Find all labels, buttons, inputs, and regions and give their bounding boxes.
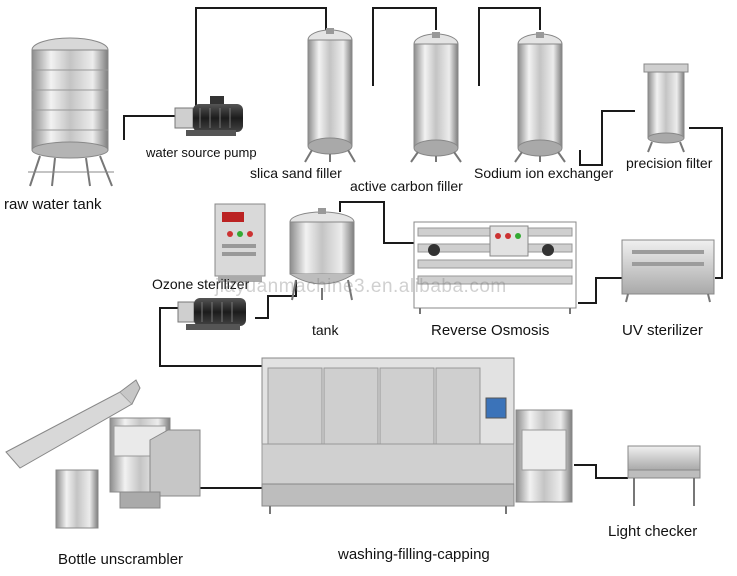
pipe-carbon-to-sodium-exchanger (478, 7, 541, 86)
ozone-sterilizer-graphic (214, 203, 266, 282)
label-light-checker: Light checker (608, 523, 698, 540)
active-carbon-filter-graphic (410, 32, 462, 163)
pipe-uv-to-ro (578, 277, 622, 304)
buffer-tank-graphic (289, 208, 355, 301)
pipe-pump-to-sand-filter (195, 7, 327, 106)
sodium-ion-exchanger-graphic (514, 32, 566, 163)
watermark: jiayuanmachine3.en.alibaba.com (215, 276, 507, 297)
pipe-pump2-to-filler (159, 307, 262, 367)
label-sodium-ion-exchanger: Sodium ion exchanger (474, 165, 614, 181)
pump-2-graphic (177, 298, 246, 330)
pipe-tank-to-pump (123, 115, 178, 140)
label-active-carbon-filler: active carbon filler (350, 178, 463, 194)
pipe-filler-to-light-checker (574, 464, 628, 479)
label-uv-sterilizer: UV sterilizer (622, 322, 703, 339)
precision-filter-graphic (643, 63, 689, 153)
label-washing-filling-capping: washing-filling-capping (338, 546, 490, 563)
pipe-tank-to-pump2 (255, 280, 297, 319)
label-silica-sand-filler: slica sand filler (250, 165, 342, 181)
pipe-precision-to-uv (689, 127, 723, 279)
water-source-pump-graphic (174, 96, 243, 136)
label-tank: tank (312, 322, 339, 338)
label-water-source-pump: water source pump (146, 145, 257, 160)
raw-water-tank-graphic (28, 37, 114, 187)
label-raw-water-tank: raw water tank (4, 196, 102, 213)
uv-sterilizer-graphic (621, 239, 715, 303)
pipe-sodium-to-precision-filter (579, 110, 635, 166)
label-precision-filter: precision filter (626, 155, 713, 171)
reverse-osmosis-graphic (413, 221, 577, 314)
bottle-unscrambler-graphic (5, 379, 201, 529)
light-checker-graphic (627, 445, 701, 506)
silica-sand-filter-graphic (304, 28, 356, 163)
pipe-sand-to-carbon-filter (372, 7, 437, 86)
label-ozone-sterilizer: Ozone sterilizer (152, 276, 250, 292)
label-bottle-unscrambler: Bottle unscrambler (58, 551, 184, 568)
label-reverse-osmosis: Reverse Osmosis (431, 322, 550, 339)
washing-filling-capping-graphic (261, 357, 573, 514)
pipe-ro-to-tank (339, 201, 414, 244)
